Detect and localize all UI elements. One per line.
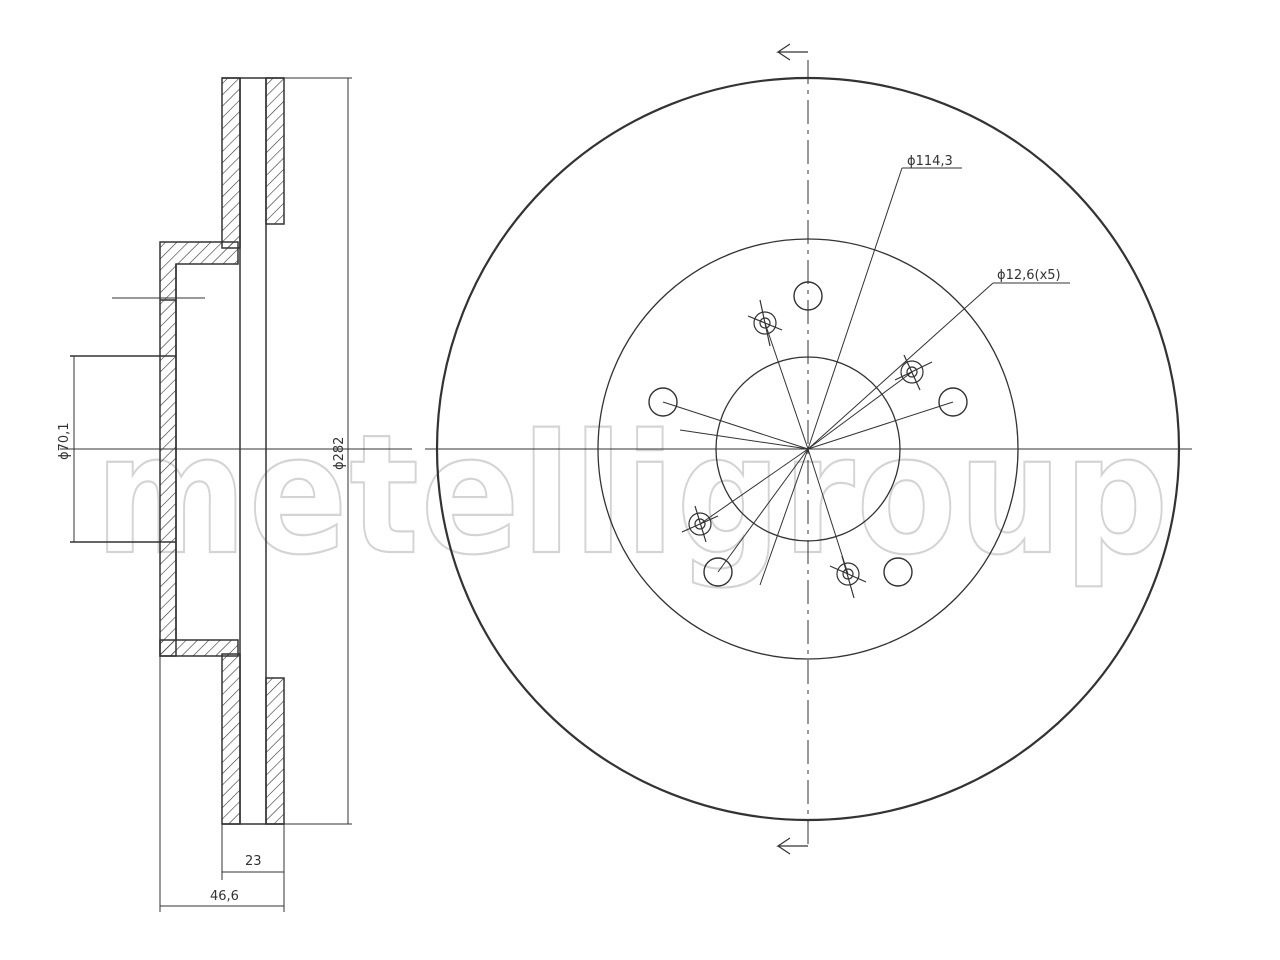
friction-ring-outer-bottom xyxy=(221,653,241,825)
bolt-holes xyxy=(648,281,968,587)
bolt-hole-label: ϕ12,6(x5) xyxy=(997,268,1061,283)
watermark-logo: metelligroup xyxy=(95,399,1170,591)
height-label: 46,6 xyxy=(210,889,239,904)
bolt-circle-label: ϕ114,3 xyxy=(907,154,953,169)
bolt-hole xyxy=(883,557,913,587)
construction-lines xyxy=(662,167,1070,586)
friction-ring-inner-top xyxy=(265,77,285,225)
bolt-hole xyxy=(648,387,678,417)
threaded-hole xyxy=(900,360,924,384)
hub-bore-label: ϕ70,1 xyxy=(57,422,72,460)
thickness-label: 23 xyxy=(245,854,262,869)
friction-ring-outer-top xyxy=(221,77,241,249)
threaded-hole xyxy=(836,562,860,586)
friction-ring-inner-bottom xyxy=(265,677,285,825)
threaded-hole xyxy=(753,311,777,335)
bolt-hole xyxy=(703,557,733,587)
bolt-hole xyxy=(793,281,823,311)
threaded-hole xyxy=(688,512,712,536)
outer-diameter-label: ϕ282 xyxy=(332,437,347,470)
bolt-hole xyxy=(938,387,968,417)
side-view xyxy=(60,77,412,912)
front-view xyxy=(425,43,1192,855)
